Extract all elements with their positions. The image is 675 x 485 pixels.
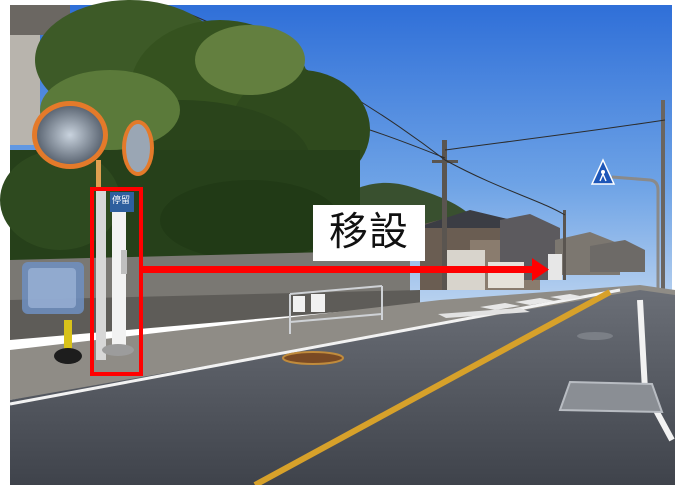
pedestrian-crossing-sign-icon (590, 158, 616, 185)
bus-stop-sign-text: 停留 (111, 196, 130, 206)
traffic-post (64, 320, 72, 350)
bus-stop-pole (96, 190, 134, 360)
relocation-label: 移設 (313, 205, 425, 261)
houses (415, 210, 645, 290)
road (10, 290, 675, 485)
street-light (611, 175, 660, 300)
guard-fence (289, 285, 383, 334)
highlight-box (90, 187, 143, 376)
manhole (282, 351, 344, 365)
traffic-mirrors (32, 101, 154, 200)
center-line (253, 289, 612, 485)
crosswalk (480, 294, 585, 310)
utility-poles (432, 100, 665, 290)
new-bus-stop-sign (548, 254, 562, 280)
drain-grate (558, 380, 664, 414)
arrow-right-icon (141, 258, 549, 281)
